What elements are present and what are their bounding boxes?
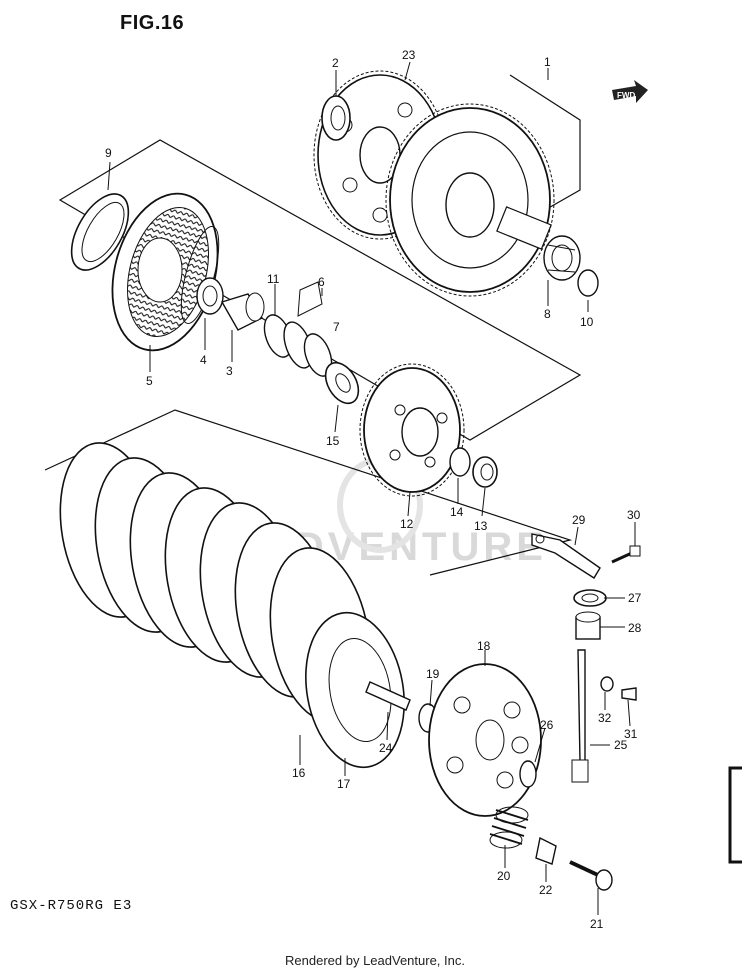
callout-8: 8 xyxy=(544,307,551,321)
callout-numbers: 1 2 3 4 5 6 7 8 9 10 11 12 13 14 15 16 1… xyxy=(105,48,642,931)
callout-26: 26 xyxy=(540,718,554,732)
fwd-arrow-icon: FWD xyxy=(612,80,648,103)
callout-14: 14 xyxy=(450,505,464,519)
part-29-release-arm xyxy=(531,533,601,579)
assembly-box-lower xyxy=(44,409,573,576)
callout-28: 28 xyxy=(628,621,642,635)
part-9-seal xyxy=(70,193,130,271)
callout-7: 7 xyxy=(333,320,340,334)
callout-20: 20 xyxy=(497,869,511,883)
callout-16: 16 xyxy=(292,766,306,780)
callout-18: 18 xyxy=(477,639,491,653)
page-bracket xyxy=(728,766,742,864)
assembly-box-6 xyxy=(297,281,323,317)
callout-25: 25 xyxy=(614,738,628,752)
part-20-spring xyxy=(489,806,529,849)
part-12-clutch-hub xyxy=(359,363,465,497)
callout-21: 21 xyxy=(590,917,604,931)
part-27-oil-seal xyxy=(573,589,607,607)
callout-1: 1 xyxy=(544,55,551,69)
figure-title: FIG.16 xyxy=(120,12,185,34)
part-5-clutch-housing xyxy=(111,192,220,352)
callout-9: 9 xyxy=(105,146,112,160)
part-32-washer xyxy=(600,676,614,692)
footer-credit: Rendered by LeadVenture, Inc. xyxy=(285,953,465,968)
part-4-bearing xyxy=(196,277,224,315)
callout-29: 29 xyxy=(572,513,586,527)
part-1-starter-clutch xyxy=(385,103,555,297)
part-28-bush xyxy=(575,611,601,640)
part-2-washer xyxy=(321,95,351,141)
callout-15: 15 xyxy=(326,434,340,448)
callout-17: 17 xyxy=(337,777,351,791)
callout-3: 3 xyxy=(226,364,233,378)
callout-4: 4 xyxy=(200,353,207,367)
callout-23: 23 xyxy=(402,48,416,62)
part-14-lock-washer xyxy=(449,447,471,477)
callout-10: 10 xyxy=(580,315,594,329)
part-16-17-clutch-plates xyxy=(59,442,405,769)
part-25-release-shaft xyxy=(571,649,589,783)
part-22-spacer xyxy=(535,836,557,865)
callout-2: 2 xyxy=(332,56,339,70)
part-8-bearing xyxy=(543,235,581,281)
assembly-box-1 xyxy=(509,74,581,211)
part-15-washer xyxy=(324,361,360,405)
callout-12: 12 xyxy=(400,517,414,531)
part-21-bolt xyxy=(569,860,613,891)
callout-5: 5 xyxy=(146,374,153,388)
callout-6: 6 xyxy=(318,275,325,289)
callout-24: 24 xyxy=(379,741,393,755)
part-30-bolt xyxy=(611,545,641,564)
part-31-bolt xyxy=(621,687,637,701)
part-18-pressure-plate xyxy=(428,663,542,817)
part-10-ring xyxy=(577,269,599,297)
part-26-washer xyxy=(519,760,537,788)
callout-27: 27 xyxy=(628,591,642,605)
callout-30: 30 xyxy=(627,508,641,522)
part-13-nut xyxy=(472,456,498,488)
part-24-push-piece xyxy=(365,681,411,711)
callout-11: 11 xyxy=(267,272,280,286)
part-3-spacer xyxy=(220,292,265,331)
leader-lines xyxy=(107,61,636,915)
assembly-box-upper xyxy=(58,139,582,441)
fwd-label: FWD xyxy=(617,91,635,100)
callout-22: 22 xyxy=(539,883,553,897)
callout-19: 19 xyxy=(426,667,440,681)
callout-32: 32 xyxy=(598,711,612,725)
part-11-damper xyxy=(263,314,333,377)
callout-31: 31 xyxy=(624,727,638,741)
model-code: GSX-R750RG E3 xyxy=(10,898,133,914)
callout-13: 13 xyxy=(474,519,488,533)
